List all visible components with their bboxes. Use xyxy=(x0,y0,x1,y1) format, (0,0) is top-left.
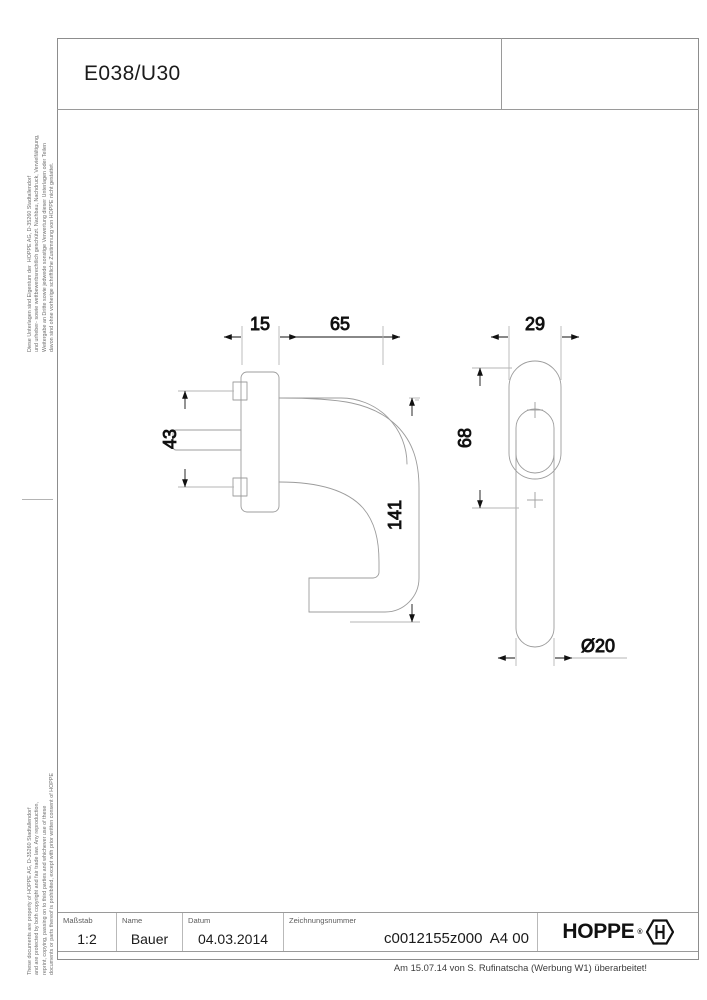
title-block: Maßstab 1:2 Name Bauer Datum 04.03.2014 … xyxy=(58,912,698,952)
rosette-plate xyxy=(240,371,280,513)
header-divider xyxy=(501,38,502,110)
fold-mark xyxy=(22,499,53,500)
dim-label-15: 15 xyxy=(250,314,270,334)
dimension-15: 15 xyxy=(223,314,298,365)
page-title: E038/U30 xyxy=(84,62,181,85)
screw-boss-bottom xyxy=(232,477,248,497)
title-cell-logo: HOPPE ® xyxy=(538,913,698,951)
name-value: Bauer xyxy=(130,931,169,947)
dim-label-diameter-20: Ø20 xyxy=(581,636,615,656)
sheet-frame xyxy=(57,38,699,960)
front-view-geometry xyxy=(508,360,562,648)
date-label: Datum xyxy=(188,916,211,925)
dim-label-68: 68 xyxy=(455,428,475,448)
handle-outer-top xyxy=(278,397,408,465)
side-view-geometry xyxy=(172,371,420,613)
handle-outer xyxy=(278,397,420,613)
dim-label-29: 29 xyxy=(525,314,545,334)
header-right-box xyxy=(502,39,698,109)
title-cell-date: Datum 04.03.2014 xyxy=(183,913,284,951)
technical-drawing-svg: 15 65 43 xyxy=(160,314,627,666)
dimension-141: 141 xyxy=(350,397,420,623)
handle-inner xyxy=(278,481,380,579)
date-value: 04.03.2014 xyxy=(197,931,269,947)
dimension-68: 68 xyxy=(455,367,519,509)
rosette-outline xyxy=(508,360,562,480)
title-cell-name: Name Bauer xyxy=(117,913,183,951)
registered-mark-icon: ® xyxy=(637,928,643,936)
revision-footnote: Am 15.07.14 von S. Rufinatscha (Werbung … xyxy=(393,962,647,973)
drawing-area: 15 65 43 xyxy=(57,110,699,900)
title-cell-scale: Maßstab 1:2 xyxy=(58,913,117,951)
rosette-inner-oval xyxy=(515,408,555,474)
scale-value: 1:2 xyxy=(77,931,97,947)
hoppe-logo: HOPPE ® xyxy=(538,913,698,951)
dimension-29: 29 xyxy=(490,314,580,380)
name-label: Name xyxy=(122,916,143,925)
header-band xyxy=(57,38,699,110)
dim-label-65: 65 xyxy=(330,314,350,334)
scale-label: Maßstab xyxy=(63,916,93,925)
drawing-number-label: Zeichnungsnummer xyxy=(289,916,357,925)
center-crosshairs xyxy=(527,402,543,508)
legal-text-english: These documents are property of HOPPE AG… xyxy=(27,772,56,975)
dimension-65: 65 xyxy=(280,314,401,365)
spindle xyxy=(172,429,242,451)
dimension-diameter-20: Ø20 xyxy=(497,636,627,666)
screw-boss-top xyxy=(232,381,248,401)
hoppe-hexagon-icon xyxy=(645,919,674,945)
drawing-number-value: c0012155z000 xyxy=(384,930,483,947)
dim-label-141: 141 xyxy=(385,500,405,530)
title-cell-drawing-number: Zeichnungsnummer c0012155z000 A4 00 xyxy=(284,913,538,951)
legal-text-german: Diese Unterlagen sind Eigentum der HOPPE… xyxy=(27,134,56,352)
dim-label-43: 43 xyxy=(160,429,180,449)
sheet-format-value: A4 00 xyxy=(489,930,529,947)
hoppe-logo-text: HOPPE xyxy=(562,920,635,943)
handle-bar xyxy=(515,440,555,648)
dimension-43: 43 xyxy=(160,390,234,488)
